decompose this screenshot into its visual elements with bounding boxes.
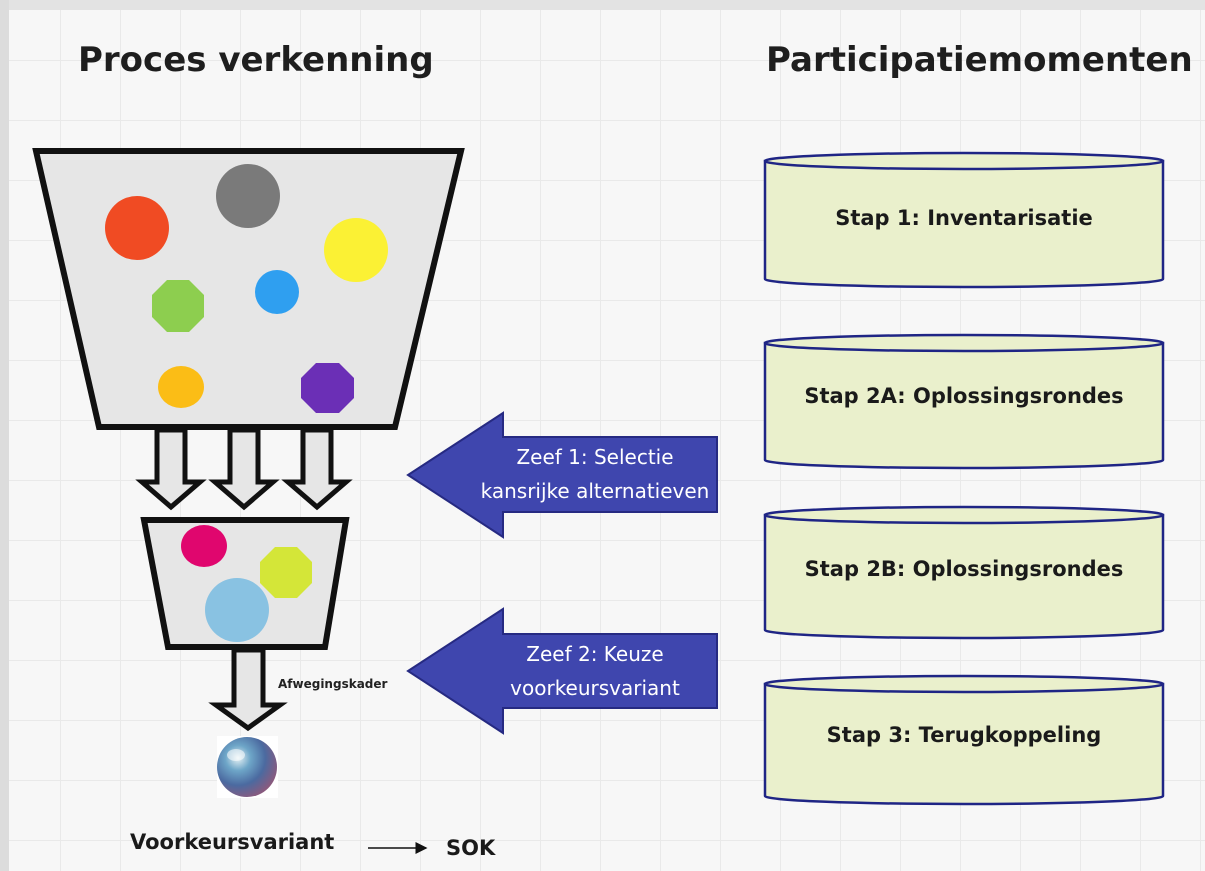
purple-octagon	[301, 363, 354, 413]
heading-participatiemomenten: Participatiemomenten	[766, 40, 1193, 80]
top-frame-border	[0, 0, 1205, 10]
sieve-2-label-line1: Zeef 2: Keuze	[526, 642, 664, 666]
grey-circle	[216, 164, 280, 228]
orange-ellipse	[158, 366, 204, 408]
heading-proces-verkenning: Proces verkenning	[78, 40, 434, 80]
step-1-label: Stap 1: Inventarisatie	[835, 206, 1093, 230]
yellow-circle	[324, 218, 388, 282]
cylinder-step-2a	[763, 333, 1165, 470]
red-circle	[105, 196, 169, 260]
voorkeursvariant-label: Voorkeursvariant	[130, 830, 335, 854]
sok-label: SOK	[446, 836, 496, 860]
magenta-ellipse	[181, 525, 227, 567]
sieve-2-label-line2: voorkeursvariant	[510, 676, 680, 700]
result-sphere	[217, 737, 277, 797]
light-blue-circle	[205, 578, 269, 642]
sieve-arrow-1	[406, 411, 718, 539]
cylinder-step-3	[763, 674, 1165, 806]
step-3-label: Stap 3: Terugkoppeling	[826, 723, 1102, 747]
cylinder-step-2b	[763, 505, 1165, 640]
left-frame-border	[0, 0, 9, 871]
sieve-1-label-line2: kansrijke alternatieven	[480, 479, 710, 503]
step-2b-label: Stap 2B: Oplossingsrondes	[804, 557, 1124, 581]
blue-circle	[255, 270, 299, 314]
green-octagon	[152, 280, 204, 332]
down-arrow-2	[208, 427, 280, 511]
step-2a-label: Stap 2A: Oplossingsrondes	[804, 384, 1124, 408]
cylinder-step-1	[763, 151, 1165, 289]
sieve-arrow-2	[406, 607, 718, 735]
sieve-1-label-line1: Zeef 1: Selectie	[516, 445, 674, 469]
lime-octagon	[260, 547, 312, 598]
down-arrow-3	[281, 427, 353, 511]
bottom-down-arrow	[208, 647, 288, 732]
down-arrow-1	[135, 427, 207, 511]
sphere-highlight	[227, 749, 245, 761]
afwegingskader-label: Afwegingskader	[278, 677, 388, 691]
